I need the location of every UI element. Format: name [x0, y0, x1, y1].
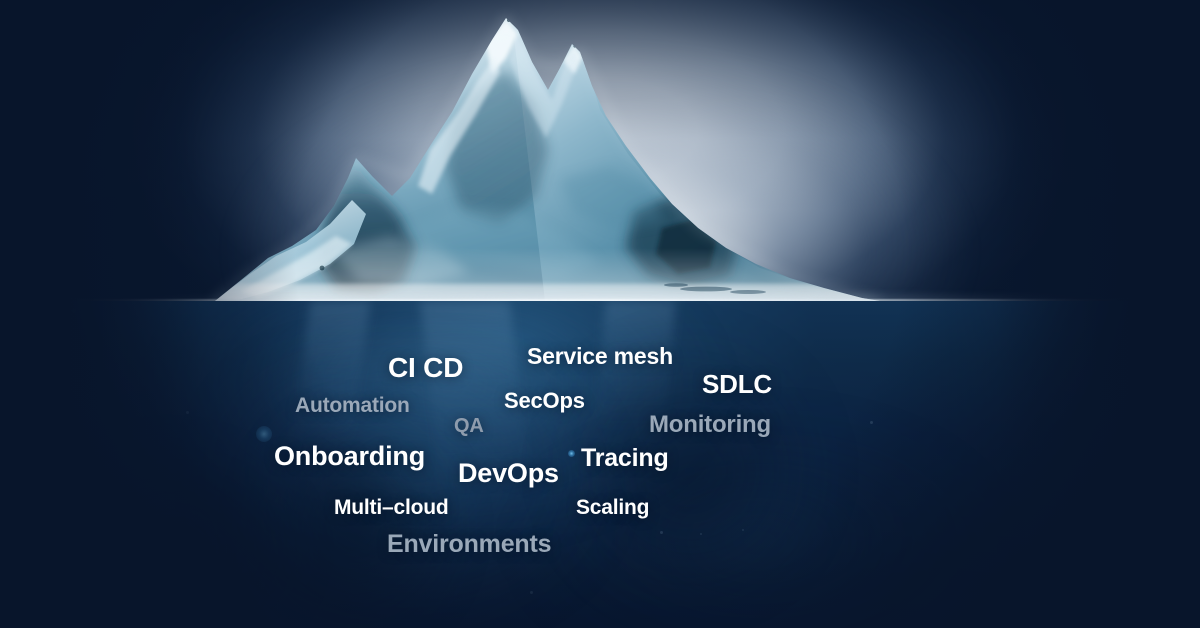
word-devops[interactable]: DevOps [458, 458, 559, 488]
iceberg-speck-base [319, 265, 325, 271]
word-environments[interactable]: Environments [387, 530, 552, 558]
word-qa[interactable]: QA [454, 415, 484, 437]
word-automation[interactable]: Automation [295, 394, 410, 417]
word-scaling[interactable]: Scaling [576, 496, 650, 519]
iceberg-icon [212, 15, 881, 301]
water-speck [700, 533, 702, 535]
water-speck [742, 529, 744, 531]
word-ci-cd[interactable]: CI CD [388, 352, 464, 383]
left-accent-glow [256, 426, 272, 442]
word-monitoring[interactable]: Monitoring [649, 411, 771, 438]
word-sdlc[interactable]: SDLC [702, 369, 772, 399]
word-secops[interactable]: SecOps [504, 388, 585, 413]
tracing-accent-dot [568, 450, 575, 457]
water-speck [660, 531, 663, 534]
water-speck [186, 411, 189, 414]
submerged-shadow-edge [40, 451, 300, 628]
word-service-mesh[interactable]: Service mesh [527, 343, 673, 369]
word-onboarding[interactable]: Onboarding [274, 441, 425, 471]
water-speck [530, 591, 533, 594]
iceberg-speck-peak2 [573, 44, 577, 48]
word-multi-cloud[interactable]: Multi–cloud [334, 496, 449, 519]
iceberg-above-water [0, 0, 1200, 301]
word-tracing[interactable]: Tracing [581, 444, 669, 472]
water-speck [870, 421, 873, 424]
water-speck [72, 309, 76, 313]
